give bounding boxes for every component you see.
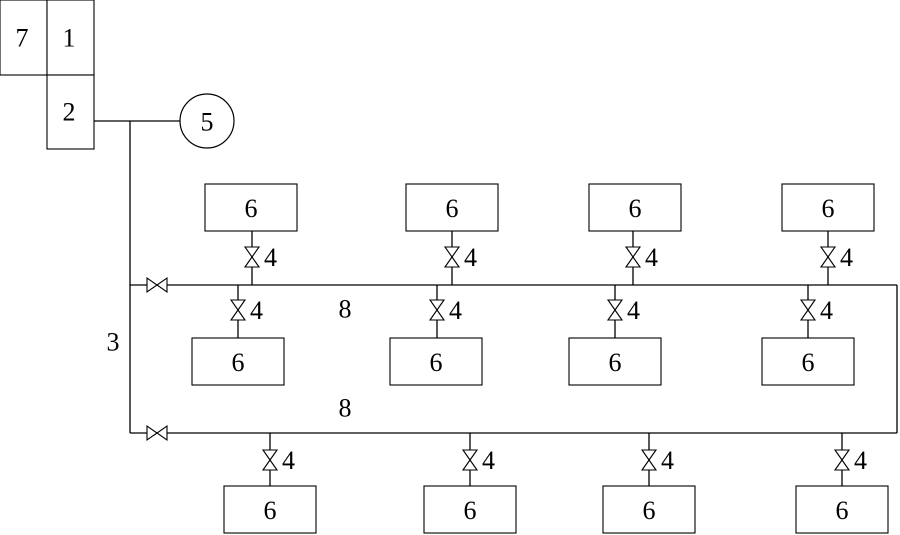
valve-4-b3 bbox=[799, 299, 817, 321]
valve-4-c1 bbox=[461, 449, 479, 471]
valve-4-c0 bbox=[261, 449, 279, 471]
unit-6-box-a2 bbox=[588, 183, 682, 232]
valve-4-label-a3: 4 bbox=[840, 243, 853, 272]
valve-4-a1 bbox=[443, 246, 461, 268]
valve-4-label-c3: 4 bbox=[854, 446, 867, 475]
unit-6-label-c0: 6 bbox=[264, 496, 277, 525]
unit-6-label-c2: 6 bbox=[643, 496, 656, 525]
valve-4-b1 bbox=[428, 299, 446, 321]
unit-6-box-c3 bbox=[795, 485, 889, 534]
valve-4-label-c1: 4 bbox=[482, 446, 495, 475]
unit-6-box-b0 bbox=[191, 337, 285, 386]
valve-4-c3 bbox=[833, 449, 851, 471]
unit-6-label-b2: 6 bbox=[609, 348, 622, 377]
valve-4-label-c0: 4 bbox=[282, 446, 295, 475]
unit-6-label-b3: 6 bbox=[802, 348, 815, 377]
valve-4-label-a1: 4 bbox=[464, 243, 477, 272]
inlet-valve-top bbox=[146, 276, 168, 294]
component-2-box bbox=[46, 74, 95, 150]
unit-6-label-a0: 6 bbox=[245, 194, 258, 223]
inlet-valve-bottom bbox=[146, 424, 168, 442]
valve-4-label-b2: 4 bbox=[627, 296, 640, 325]
label-2: 2 bbox=[63, 98, 76, 127]
unit-6-box-c0 bbox=[223, 485, 317, 534]
valve-4-c2 bbox=[640, 449, 658, 471]
unit-6-label-c3: 6 bbox=[836, 496, 849, 525]
valve-4-label-b1: 4 bbox=[449, 296, 462, 325]
valve-4-a0 bbox=[243, 246, 261, 268]
unit-6-box-c1 bbox=[423, 485, 517, 534]
unit-6-box-b1 bbox=[389, 337, 483, 386]
valve-4-label-a2: 4 bbox=[645, 243, 658, 272]
unit-6-box-a0 bbox=[204, 183, 298, 232]
unit-6-label-b1: 6 bbox=[430, 348, 443, 377]
unit-6-label-a3: 6 bbox=[822, 194, 835, 223]
component-5-circle bbox=[179, 93, 235, 149]
valve-4-label-c2: 4 bbox=[661, 446, 674, 475]
component-1-box bbox=[46, 0, 95, 76]
valve-4-b0 bbox=[229, 299, 247, 321]
valve-4-a3 bbox=[819, 246, 837, 268]
unit-6-box-a3 bbox=[781, 183, 875, 232]
unit-6-box-c2 bbox=[602, 485, 696, 534]
unit-6-label-a2: 6 bbox=[629, 194, 642, 223]
unit-6-box-b3 bbox=[761, 337, 855, 386]
label-5: 5 bbox=[201, 108, 214, 137]
valve-4-label-a0: 4 bbox=[264, 243, 277, 272]
valve-4-a2 bbox=[624, 246, 642, 268]
label-3: 3 bbox=[107, 328, 120, 357]
label-7: 7 bbox=[16, 24, 29, 53]
label-8-top: 8 bbox=[339, 295, 352, 324]
unit-6-label-a1: 6 bbox=[446, 194, 459, 223]
unit-6-label-b0: 6 bbox=[232, 348, 245, 377]
label-8-bottom: 8 bbox=[339, 394, 352, 423]
valve-4-label-b0: 4 bbox=[250, 296, 263, 325]
valve-4-label-b3: 4 bbox=[820, 296, 833, 325]
unit-6-label-c1: 6 bbox=[464, 496, 477, 525]
unit-6-box-a1 bbox=[405, 183, 499, 232]
label-1: 1 bbox=[63, 24, 76, 53]
unit-6-box-b2 bbox=[568, 337, 662, 386]
valve-4-b2 bbox=[606, 299, 624, 321]
